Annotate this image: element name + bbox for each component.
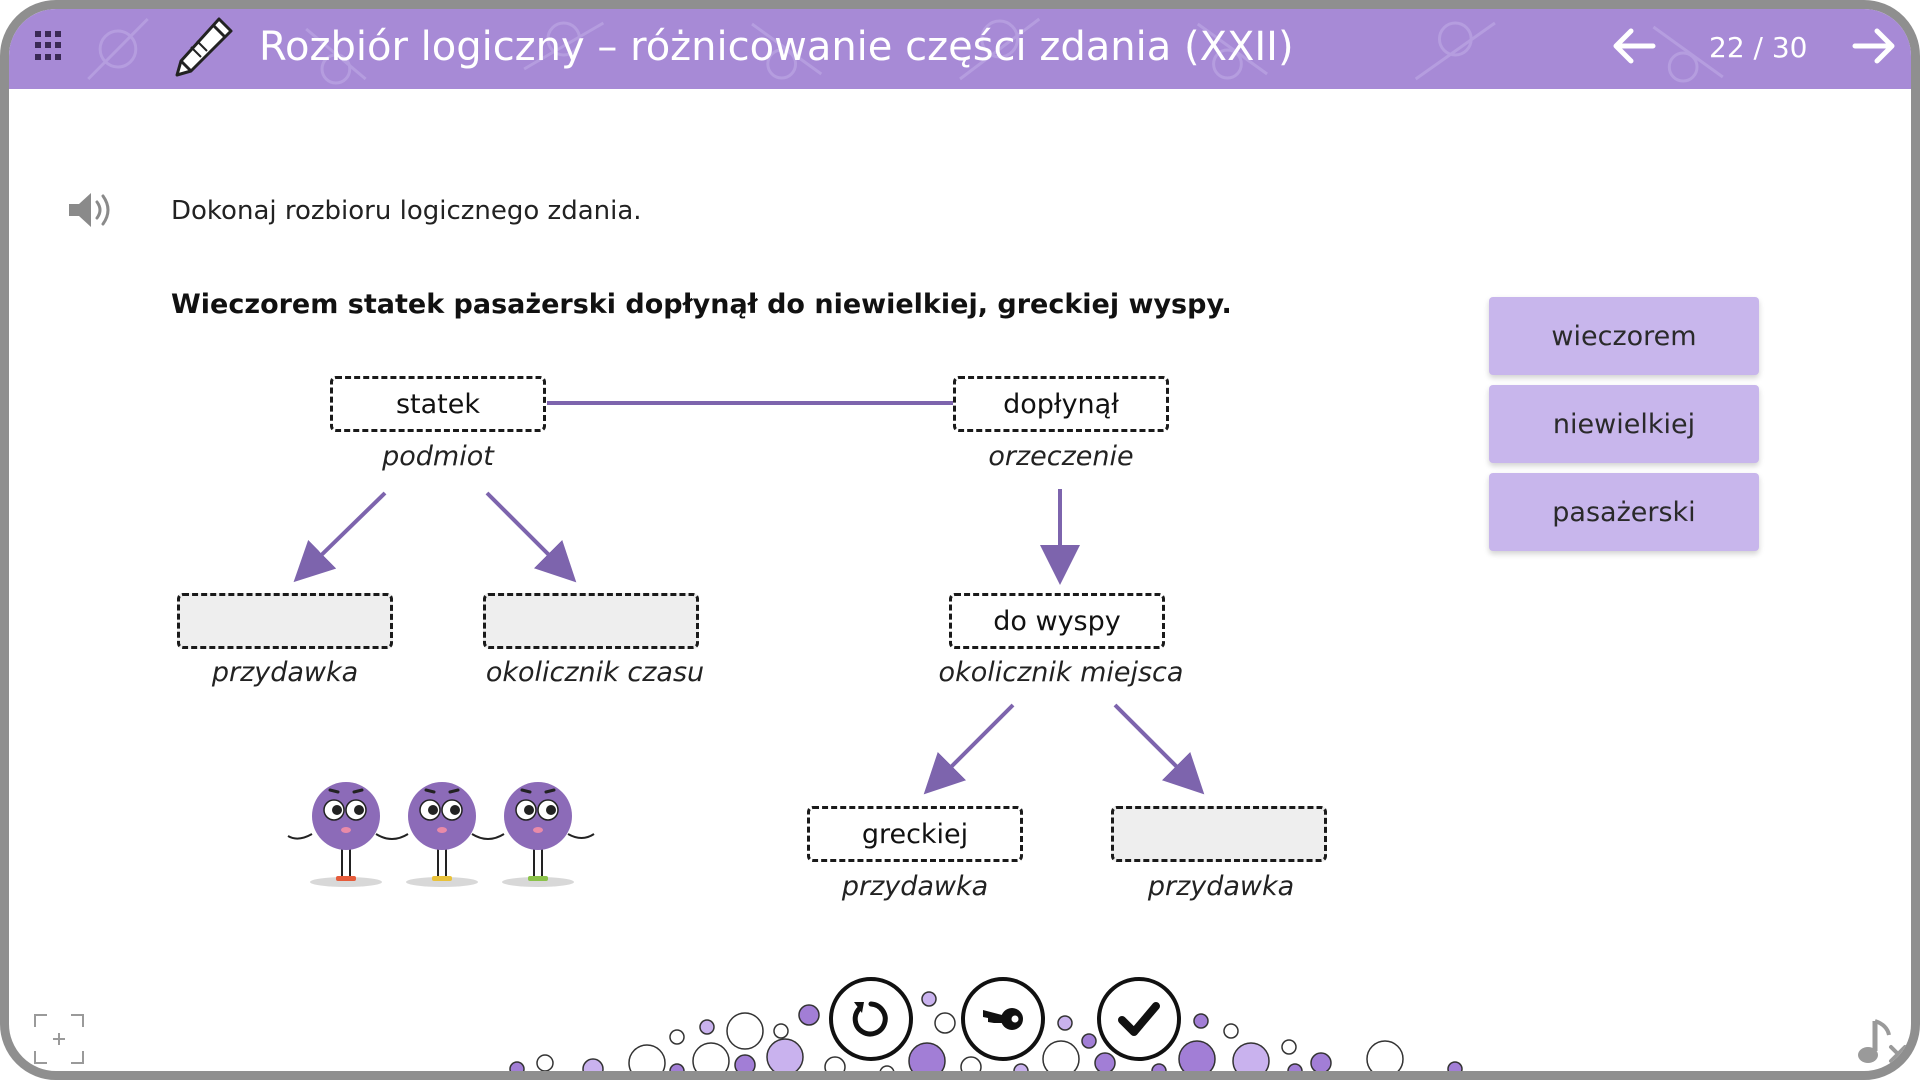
arrow-place-attribute-2 xyxy=(923,703,1015,795)
word-tile-niewielkiej[interactable]: niewielkiej xyxy=(1489,385,1759,463)
menu-grid-icon[interactable] xyxy=(35,31,65,61)
arrow-subject-attribute xyxy=(293,491,387,583)
attribute-2-label: przydawka xyxy=(841,871,989,902)
page-title: Rozbiór logiczny – różnicowanie części z… xyxy=(259,24,1294,70)
subject-box: statek xyxy=(330,376,546,432)
page-indicator: 22 / 30 xyxy=(1709,31,1808,64)
predicate-box: dopłynął xyxy=(953,376,1169,432)
pen-icon xyxy=(175,17,233,77)
reset-button[interactable] xyxy=(829,977,913,1061)
attribute-2-box: greckiej xyxy=(807,806,1023,862)
arrow-right-icon[interactable] xyxy=(1849,21,1899,71)
adverbial-time-drop-slot[interactable] xyxy=(483,593,699,649)
mascot-figures-illustration xyxy=(287,782,595,887)
adverbial-place-label: okolicznik miejsca xyxy=(938,657,1184,688)
attribute-3-label: przydawka xyxy=(1147,871,1295,902)
speaker-icon[interactable] xyxy=(65,189,115,231)
show-answer-button[interactable] xyxy=(961,977,1045,1061)
reset-icon xyxy=(852,1001,888,1037)
attribute-1-drop-slot[interactable] xyxy=(177,593,393,649)
header-pattern xyxy=(87,17,1724,85)
word-tile-pasazerski[interactable]: pasażerski xyxy=(1489,473,1759,551)
arrow-left-icon[interactable] xyxy=(1609,21,1659,71)
arrow-place-attribute-3 xyxy=(1113,703,1205,795)
decorative-bubbles xyxy=(509,991,1463,1071)
check-icon xyxy=(1118,1002,1160,1036)
header-bar: Rozbiór logiczny – różnicowanie części z… xyxy=(9,9,1911,89)
predicate-label: orzeczenie xyxy=(988,441,1134,472)
check-button[interactable] xyxy=(1097,977,1181,1061)
adverbial-place-box: do wyspy xyxy=(949,593,1165,649)
sentence-text: Wieczorem statek pasażerski dopłynął do … xyxy=(171,289,1232,320)
attribute-3-drop-slot[interactable] xyxy=(1111,806,1327,862)
adverbial-time-label: okolicznik czasu xyxy=(485,657,705,688)
subject-label: podmiot xyxy=(382,441,494,472)
attribute-1-label: przydawka xyxy=(211,657,359,688)
word-tile-wieczorem[interactable]: wieczorem xyxy=(1489,297,1759,375)
instruction-text: Dokonaj rozbioru logicznego zdania. xyxy=(171,196,642,226)
key-icon xyxy=(983,1008,1023,1030)
music-off-icon[interactable] xyxy=(1855,1013,1911,1069)
arrow-subject-time xyxy=(485,491,577,583)
fullscreen-icon[interactable] xyxy=(33,1013,85,1065)
